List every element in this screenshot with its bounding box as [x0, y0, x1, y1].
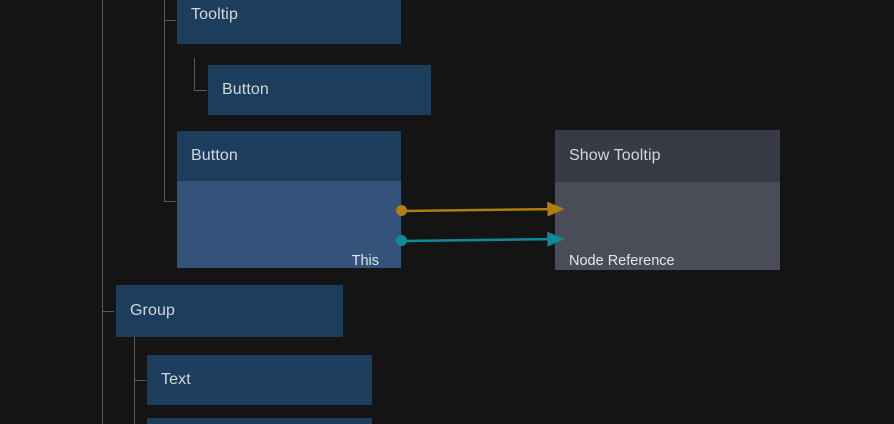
tree-guide-branch-text [134, 380, 146, 381]
graph-node-button-main[interactable]: Button This Hover Start [177, 131, 401, 268]
input-port-node-reference-label: Node Reference [569, 252, 675, 269]
node-title-group: Group [116, 285, 343, 337]
tree-guide-branch-group [102, 311, 114, 312]
tree-guide-root-vertical [102, 0, 103, 424]
output-port-this[interactable]: This [352, 250, 379, 268]
graph-node-show-tooltip[interactable]: Show Tooltip Node Reference Show [555, 130, 780, 270]
node-title-partial [147, 418, 372, 424]
node-title-text: Text [147, 355, 372, 405]
graph-node-button-nested[interactable]: Button [208, 65, 431, 115]
port-dot-this[interactable] [396, 205, 407, 216]
port-dot-hover-start[interactable] [396, 235, 407, 246]
wire-hover-start-to-show [401, 231, 565, 247]
node-body-show-tooltip: Node Reference Show [555, 182, 780, 270]
tree-guide-branch-button [164, 201, 176, 202]
node-title-button-nested: Button [208, 65, 431, 115]
tree-guide-branch-tooltip [164, 20, 176, 21]
graph-node-text[interactable]: Text [147, 355, 372, 405]
tree-guide-nested-vertical [194, 58, 195, 91]
node-body-button-main: This Hover Start [177, 181, 401, 268]
graph-node-partial-offscreen[interactable] [147, 418, 372, 424]
graph-node-tooltip[interactable]: Tooltip [177, 0, 401, 44]
wire-this-to-node-reference [401, 201, 565, 217]
input-port-node-reference[interactable]: Node Reference [555, 250, 675, 270]
graph-node-group[interactable]: Group [116, 285, 343, 337]
output-port-this-label: This [351, 252, 379, 268]
node-title-show-tooltip: Show Tooltip [555, 130, 780, 182]
node-title-tooltip: Tooltip [177, 0, 401, 44]
tree-guide-branch-nested [194, 90, 207, 91]
tree-guide-tooltip-vertical [164, 0, 165, 202]
node-title-button-main: Button [177, 131, 401, 181]
